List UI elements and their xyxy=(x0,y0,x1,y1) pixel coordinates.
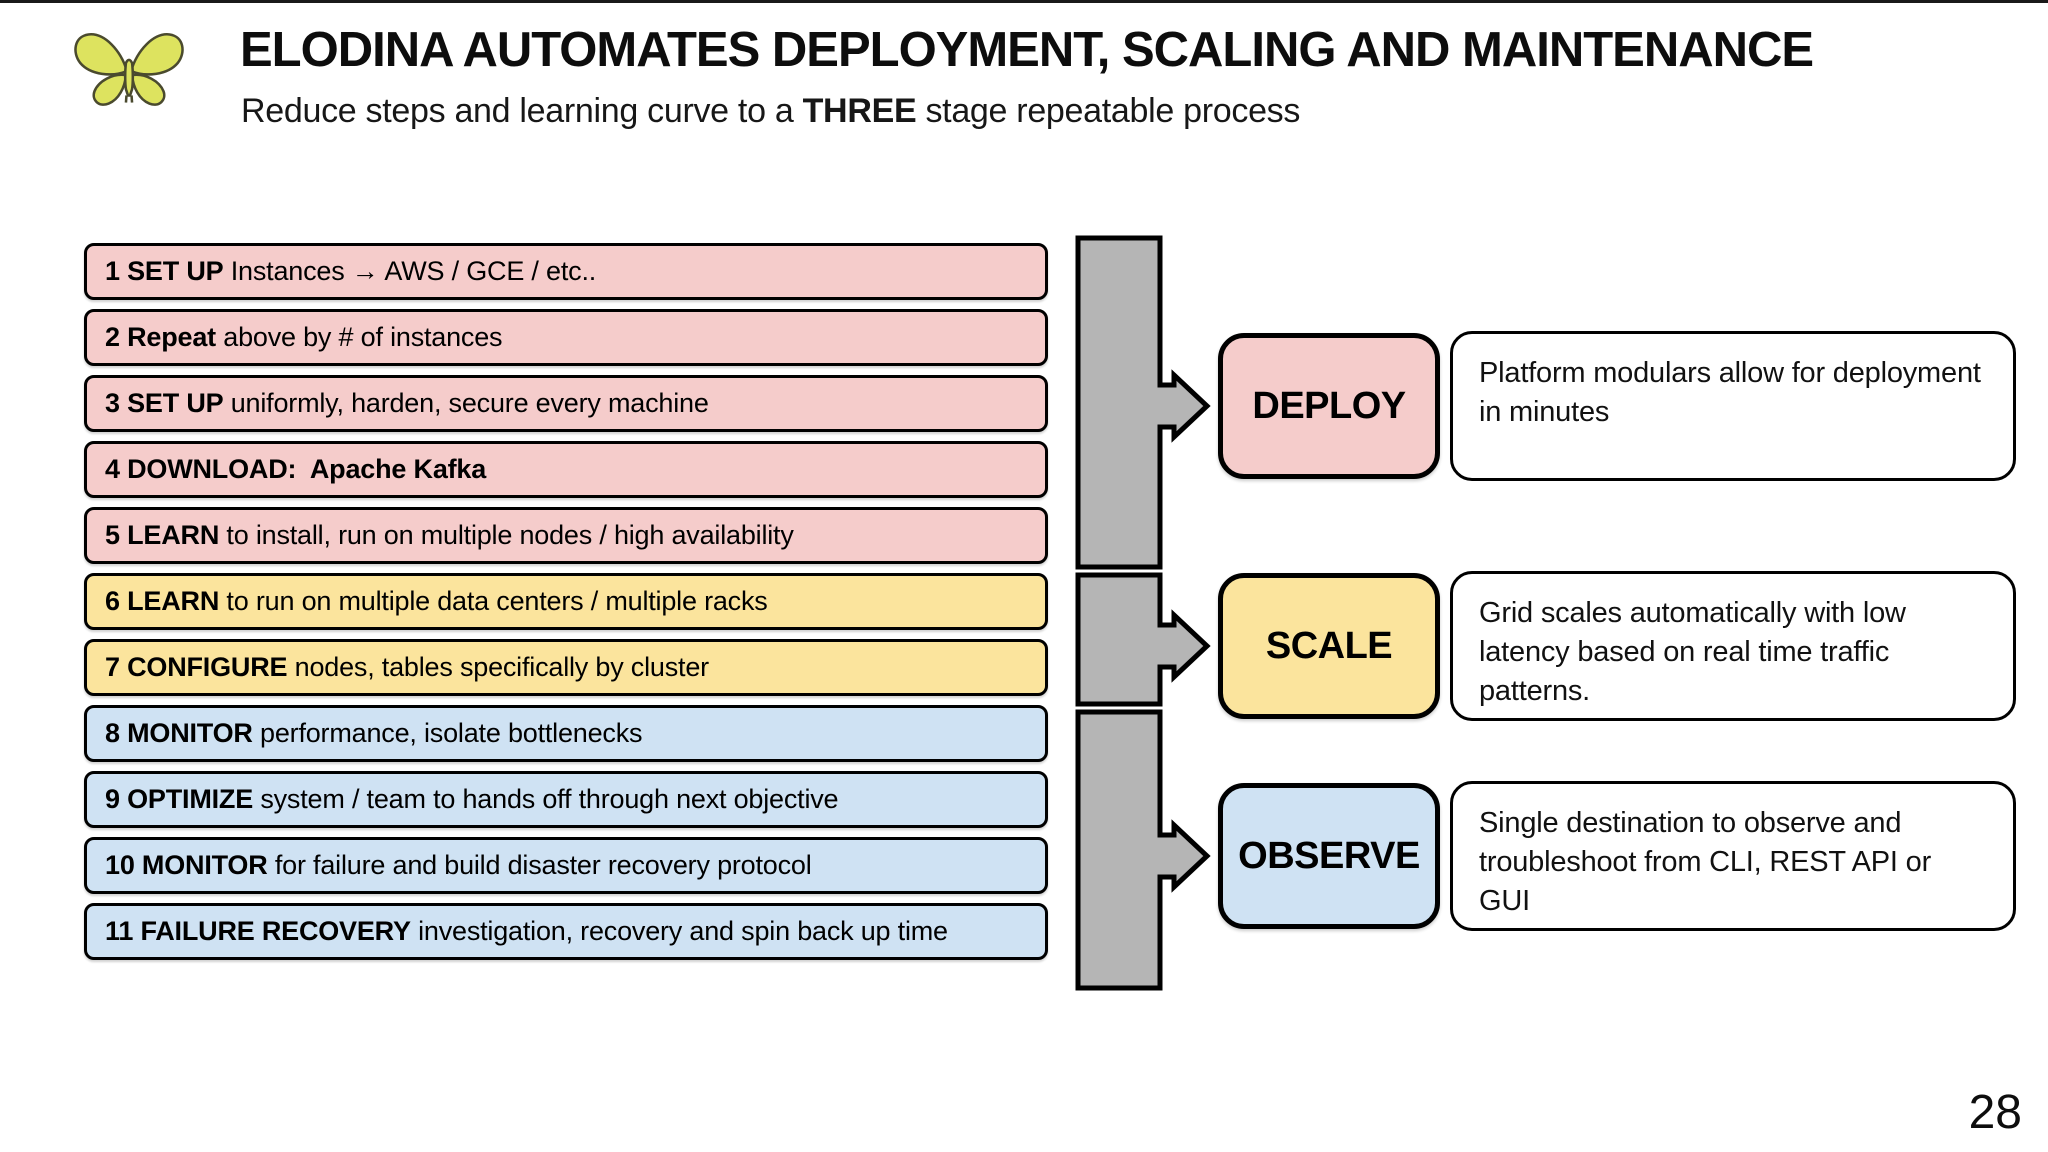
step-keyword: 3 SET UP xyxy=(105,388,224,418)
stage-description-scale: Grid scales automatically with low laten… xyxy=(1450,571,2016,721)
page-number: 28 xyxy=(1968,1086,2022,1139)
slide-title: ELODINA AUTOMATES DEPLOYMENT, SCALING AN… xyxy=(240,23,1814,77)
step-keyword: 2 Repeat xyxy=(105,322,216,352)
block-arrow-observe-icon xyxy=(1075,709,1211,991)
step-keyword: 4 DOWNLOAD: Apache Kafka xyxy=(105,454,487,484)
step-item-7: 7 CONFIGURE nodes, tables specifically b… xyxy=(84,639,1048,696)
step-item-9: 9 OPTIMIZE system / team to hands off th… xyxy=(84,771,1048,828)
stage-box-deploy: DEPLOY xyxy=(1218,333,1440,479)
stage-box-scale: SCALE xyxy=(1218,573,1440,719)
step-item-2: 2 Repeat above by # of instances xyxy=(84,309,1048,366)
step-item-1: 1 SET UP Instances → AWS / GCE / etc.. xyxy=(84,243,1048,300)
stage-label: SCALE xyxy=(1265,624,1393,667)
subtitle-emphasis: THREE xyxy=(802,92,917,130)
step-list: 1 SET UP Instances → AWS / GCE / etc.. 2… xyxy=(84,243,1048,969)
step-keyword: 8 MONITOR xyxy=(105,718,253,748)
step-keyword: 1 SET UP xyxy=(105,256,224,286)
step-item-6: 6 LEARN to run on multiple data centers … xyxy=(84,573,1048,630)
block-arrow-scale-icon xyxy=(1075,572,1211,707)
step-keyword: 5 LEARN xyxy=(105,520,220,550)
stage-label: OBSERVE xyxy=(1238,834,1420,877)
step-keyword: 7 CONFIGURE xyxy=(105,652,288,682)
step-keyword: 9 OPTIMIZE xyxy=(105,784,254,814)
step-item-3: 3 SET UP uniformly, harden, secure every… xyxy=(84,375,1048,432)
step-item-10: 10 MONITOR for failure and build disaste… xyxy=(84,837,1048,894)
step-item-4: 4 DOWNLOAD: Apache Kafka xyxy=(84,441,1048,498)
step-text: system / team to hands off through next … xyxy=(253,784,839,814)
step-text: investigation, recovery and spin back up… xyxy=(410,916,948,946)
step-text: performance, isolate bottlenecks xyxy=(252,718,643,748)
step-keyword: 6 LEARN xyxy=(105,586,220,616)
subtitle-prefix: Reduce steps and learning curve to a xyxy=(241,92,803,130)
step-text: for failure and build disaster recovery … xyxy=(267,850,812,880)
step-text: above by # of instances xyxy=(215,322,503,352)
step-text: to run on multiple data centers / multip… xyxy=(219,586,768,616)
step-text: nodes, tables specifically by cluster xyxy=(287,652,710,682)
step-item-11: 11 FAILURE RECOVERY investigation, recov… xyxy=(84,903,1048,960)
step-item-5: 5 LEARN to install, run on multiple node… xyxy=(84,507,1048,564)
step-text: to install, run on multiple nodes / high… xyxy=(219,520,794,550)
slide-subtitle: Reduce steps and learning curve to a THR… xyxy=(241,92,1941,131)
step-keyword: 10 MONITOR xyxy=(105,850,268,880)
step-keyword: 11 FAILURE RECOVERY xyxy=(105,916,411,946)
step-item-8: 8 MONITOR performance, isolate bottlenec… xyxy=(84,705,1048,762)
butterfly-icon xyxy=(74,33,184,106)
block-arrow-deploy-icon xyxy=(1075,235,1211,570)
step-text: uniformly, harden, secure every machine xyxy=(223,388,709,418)
stage-description-observe: Single destination to observe and troubl… xyxy=(1450,781,2016,931)
stage-label: DEPLOY xyxy=(1252,384,1406,427)
subtitle-suffix: stage repeatable process xyxy=(916,92,1301,130)
top-edge-bar xyxy=(0,0,2048,3)
stage-description-deploy: Platform modulars allow for deployment i… xyxy=(1450,331,2016,481)
step-text: Instances → AWS / GCE / etc.. xyxy=(223,256,597,286)
stage-box-observe: OBSERVE xyxy=(1218,783,1440,929)
